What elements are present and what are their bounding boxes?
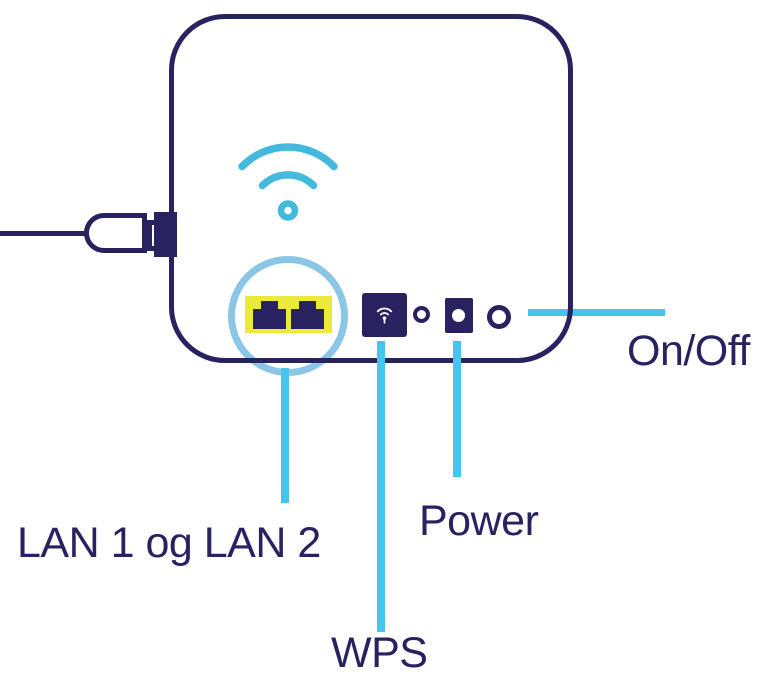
ethernet-port-icon — [291, 301, 324, 329]
wifi-dot — [277, 200, 299, 221]
wps-wifi-icon — [376, 307, 393, 323]
lan-label: LAN 1 og LAN 2 — [17, 519, 321, 567]
pinhole-port — [413, 306, 430, 323]
power-port-hole — [452, 309, 465, 322]
onoff-label: On/Off — [627, 327, 750, 375]
wifi-icon — [238, 143, 338, 221]
wifi-outer-arc — [238, 143, 338, 171]
lan-callout-line — [281, 368, 289, 503]
wps-label: WPS — [331, 629, 428, 677]
wps-stem — [383, 318, 386, 323]
power-label: Power — [419, 497, 539, 545]
ethernet-port-icon — [253, 301, 286, 329]
wps-inner-arc — [379, 311, 390, 315]
onoff-button — [487, 305, 511, 329]
lan-port-2 — [291, 301, 324, 329]
wps-outer-arc — [376, 307, 393, 312]
router-body-outline — [169, 14, 573, 363]
lan-port-1 — [253, 301, 286, 329]
power-plug-icon — [84, 213, 147, 253]
lan-ports-panel — [245, 296, 332, 333]
power-callout-line — [453, 341, 461, 477]
wps-button — [362, 293, 407, 337]
power-port — [445, 298, 473, 333]
cable-wire — [0, 231, 86, 236]
onoff-callout-line — [528, 309, 665, 316]
wps-dot — [382, 315, 387, 320]
wps-callout-line — [377, 341, 385, 632]
side-socket — [154, 212, 177, 257]
wifi-inner-arc — [258, 171, 318, 190]
